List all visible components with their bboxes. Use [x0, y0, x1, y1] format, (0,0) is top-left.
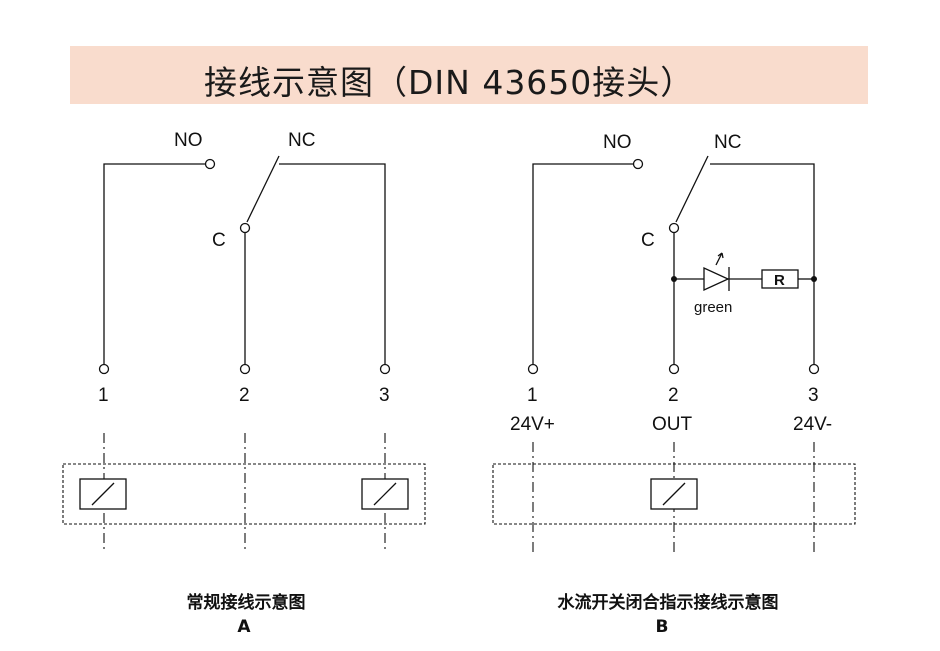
label-a-nc: NC — [288, 130, 315, 151]
wire-a-nc — [279, 163, 386, 364]
label-b-c: C — [641, 230, 655, 251]
terminal-a-2 — [239, 363, 251, 375]
title-banner — [70, 46, 868, 104]
caption-b-letter: B — [656, 617, 669, 637]
label-a-no: NO — [174, 130, 203, 151]
terminal-a-no — [204, 158, 216, 170]
contact-b-2-slash — [662, 482, 686, 506]
connector-housing-a — [62, 463, 426, 525]
terminal-b-1 — [527, 363, 539, 375]
terminal-a-1 — [98, 363, 110, 375]
led-light-ray-head2 — [721, 252, 724, 259]
terminal-b-c — [668, 222, 680, 234]
signal-b-3: 24V- — [793, 414, 832, 435]
terminal-b-2 — [668, 363, 680, 375]
terminal-a-c — [239, 222, 251, 234]
pin-a-3: 3 — [379, 385, 390, 406]
label-resistor: R — [774, 272, 785, 289]
caption-a-letter: A — [237, 617, 251, 637]
switch-arm-b — [675, 155, 709, 223]
label-led-color: green — [694, 299, 732, 316]
pin-b-1: 1 — [527, 385, 538, 406]
pin-b-2: 2 — [668, 385, 679, 406]
label-b-no: NO — [603, 132, 632, 153]
label-b-nc: NC — [714, 132, 741, 153]
led-diode-icon — [703, 266, 730, 292]
caption-b: 水流开关闭合指示接线示意图 — [558, 592, 779, 613]
wire-b-nc — [710, 163, 815, 364]
pin-b-3: 3 — [808, 385, 819, 406]
signal-b-1: 24V+ — [510, 414, 555, 435]
signal-b-2: OUT — [652, 414, 693, 435]
diagram-b: green R NO NC C 1 2 3 24V+ OUT 24V- 水流开关… — [492, 132, 856, 637]
diagram-a: NO NC C 1 2 3 常规接线示意图 A — [62, 130, 426, 637]
contact-a-1-slash — [91, 482, 115, 506]
resistor — [761, 269, 799, 289]
switch-arm-a — [246, 155, 280, 223]
page-title: 接线示意图（DIN 43650接头） — [204, 63, 695, 102]
contact-a-3-slash — [373, 482, 397, 506]
terminal-b-no — [632, 158, 644, 170]
junction-b-right — [811, 276, 817, 282]
pin-a-2: 2 — [239, 385, 250, 406]
terminal-b-3 — [808, 363, 820, 375]
caption-a: 常规接线示意图 — [187, 592, 306, 613]
led-light-ray-head — [717, 252, 723, 257]
pin-a-1: 1 — [98, 385, 109, 406]
led-light-ray — [715, 252, 723, 266]
label-a-c: C — [212, 230, 226, 251]
terminal-a-3 — [379, 363, 391, 375]
wire-a-no — [103, 163, 206, 364]
junction-b-left — [671, 276, 677, 282]
wire-b-no — [532, 163, 634, 364]
